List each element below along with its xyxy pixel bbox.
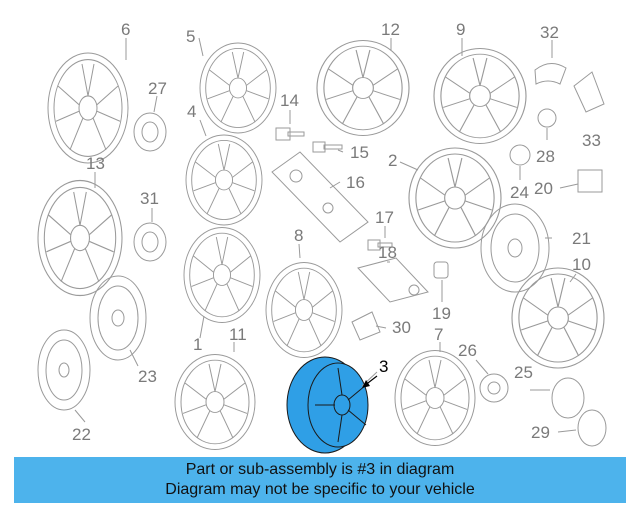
callout-25: 25 (514, 363, 533, 382)
wheel-11 (174, 354, 256, 450)
wheel-9 (433, 47, 527, 145)
callout-3: 3 (379, 357, 388, 376)
callout-32: 32 (540, 23, 559, 42)
bolt-14 (275, 127, 305, 141)
banner-line-1: Part or sub-assembly is #3 in diagram (185, 461, 455, 478)
wheel-1 (183, 227, 261, 323)
callout-24: 24 (510, 183, 529, 202)
nut-19 (433, 261, 449, 279)
callout-21: 21 (572, 229, 591, 248)
lock-kit-18 (357, 257, 429, 303)
hubcap-22 (37, 329, 91, 411)
callout-23: 23 (138, 367, 157, 386)
center-cap-27 (133, 112, 167, 152)
callout-9: 9 (456, 20, 465, 39)
callout-33: 33 (582, 131, 601, 150)
callout-22: 22 (72, 425, 91, 444)
wheel-12 (316, 39, 410, 137)
wheel-7 (394, 350, 476, 446)
ring-29 (577, 409, 607, 447)
callout-26: 26 (458, 341, 477, 360)
leader-lines (74, 37, 579, 433)
callout-17: 17 (375, 208, 394, 227)
parts-diagram: 6 5 12 9 32 27 4 14 15 33 13 16 2 28 24 … (37, 20, 607, 454)
callout-6: 6 (121, 20, 130, 39)
callout-18: 18 (378, 243, 397, 262)
hubcap-21 (480, 203, 550, 293)
hubcap-23 (89, 275, 147, 361)
callout-30: 30 (392, 318, 411, 337)
wheel-8 (265, 262, 343, 358)
emblem-32 (534, 63, 567, 85)
valve-15 (312, 141, 343, 153)
wheel-6 (47, 52, 129, 164)
callout-10: 10 (572, 255, 591, 274)
wheel-4 (185, 134, 263, 226)
callout-5: 5 (186, 27, 195, 46)
emblem-24 (509, 144, 531, 166)
callout-12: 12 (381, 20, 400, 39)
wheel-10 (511, 267, 605, 369)
wheel-3-highlighted (286, 356, 369, 454)
callout-7: 7 (434, 325, 443, 344)
callout-19: 19 (432, 304, 451, 323)
callout-27: 27 (148, 79, 167, 98)
emblem-28 (537, 108, 557, 128)
callout-16: 16 (346, 173, 365, 192)
callout-20: 20 (534, 179, 553, 198)
callout-28: 28 (536, 147, 555, 166)
gear-26 (479, 373, 509, 403)
wheel-2 (408, 147, 502, 249)
bolt-17 (367, 239, 393, 251)
label-20 (577, 169, 603, 193)
callout-8: 8 (294, 226, 303, 245)
sensor-kit-16 (271, 151, 369, 243)
callout-2: 2 (388, 151, 397, 170)
callout-31: 31 (140, 189, 159, 208)
callout-3-arrowhead (362, 380, 370, 388)
ring-25 (551, 377, 585, 419)
callout-29: 29 (531, 423, 550, 442)
callout-15: 15 (350, 143, 369, 162)
callout-labels: 6 5 12 9 32 27 4 14 15 33 13 16 2 28 24 … (72, 20, 601, 444)
info-banner: Part or sub-assembly is #3 in diagram Di… (14, 457, 626, 503)
wheel-5 (199, 42, 277, 134)
callout-4: 4 (187, 102, 196, 121)
banner-line-2: Diagram may not be specific to your vehi… (165, 481, 475, 498)
weight-30 (351, 311, 381, 341)
callout-1: 1 (193, 335, 202, 354)
center-cap-31 (133, 222, 167, 262)
badge-33 (573, 71, 605, 113)
callout-13: 13 (86, 154, 105, 173)
callout-14: 14 (280, 91, 299, 110)
callout-11: 11 (229, 325, 247, 344)
